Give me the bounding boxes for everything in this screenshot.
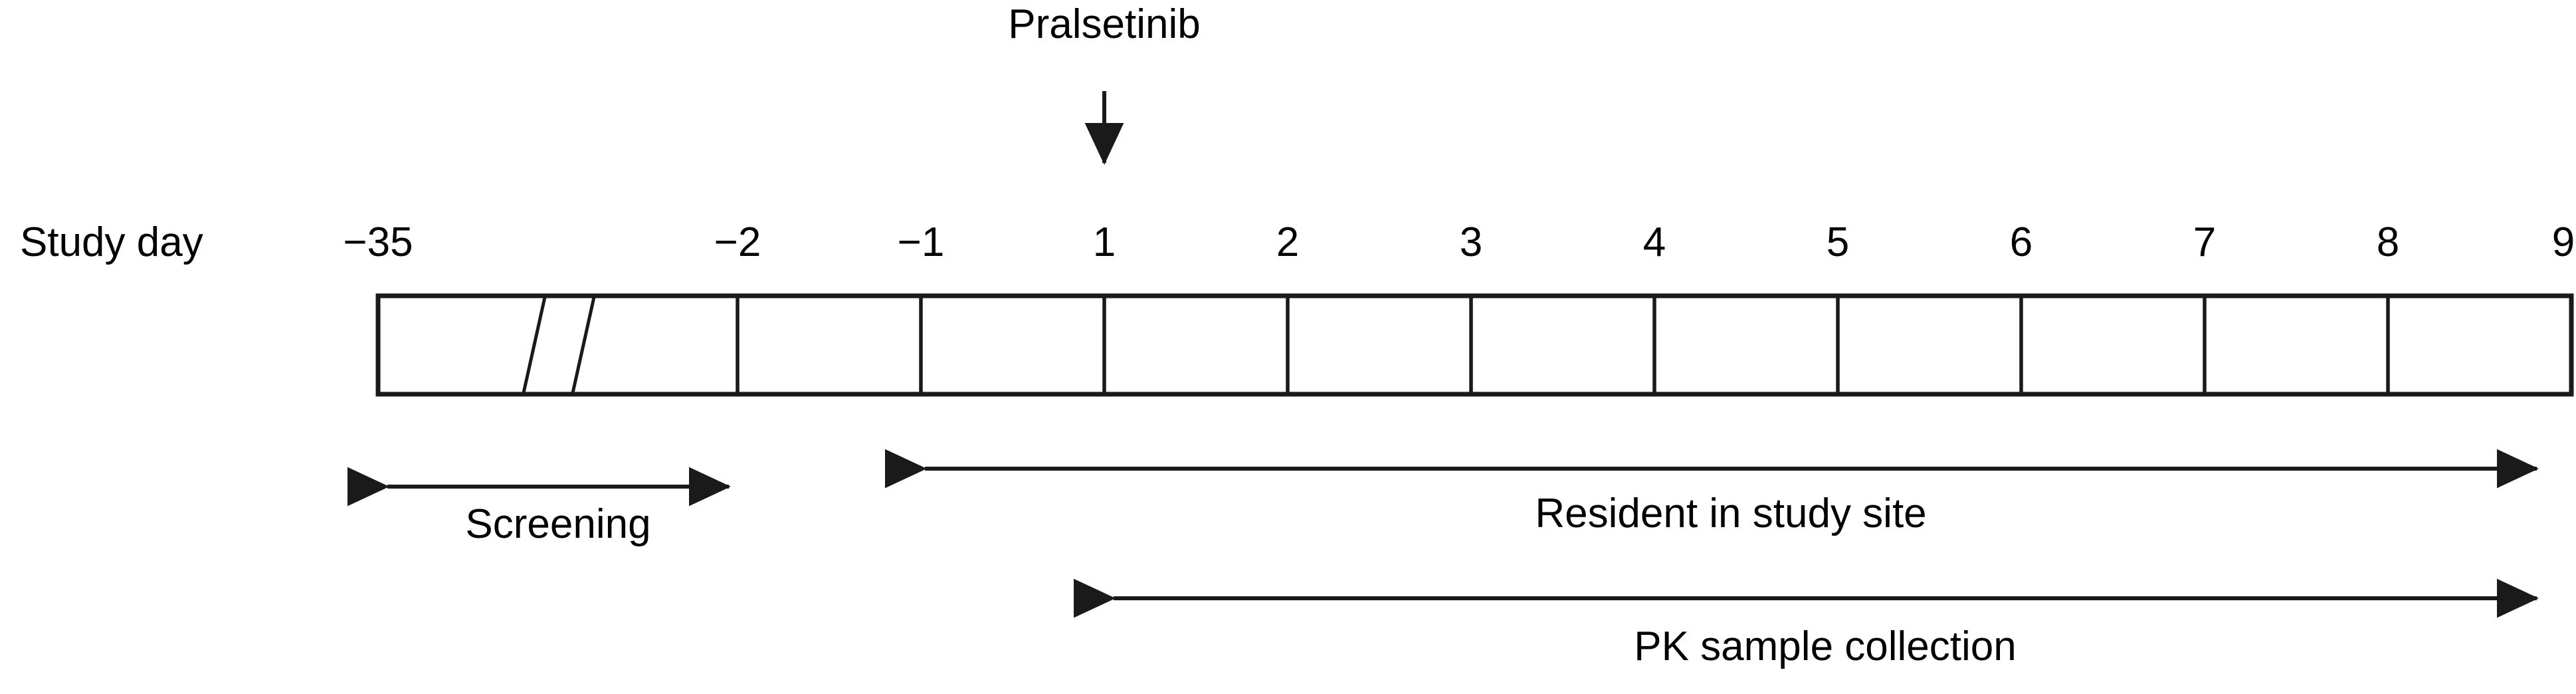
pk-sample-collection-caption: PK sample collection <box>1634 624 2017 669</box>
resident-in-study-site-caption: Resident in study site <box>1535 491 1927 536</box>
day-tick-1: 1 <box>1092 219 1116 265</box>
screening-caption: Screening <box>465 501 651 547</box>
day-tick-5: 5 <box>1826 219 1850 265</box>
day-tick-8: 8 <box>2376 219 2400 265</box>
day-tick-7: 7 <box>2193 219 2217 265</box>
day-tick--35: −35 <box>343 219 413 265</box>
day-tick--2: −2 <box>714 219 761 265</box>
day-grid-lines <box>736 296 2390 394</box>
day-tick--1: −1 <box>897 219 945 265</box>
day-tick-6: 6 <box>2009 219 2033 265</box>
day-tick-9: 9 <box>2551 219 2575 265</box>
axis-break-icon <box>522 296 596 394</box>
day-tick-4: 4 <box>1642 219 1666 265</box>
day-tick-3: 3 <box>1459 219 1483 265</box>
pralsetinib-label: Pralsetinib <box>1008 1 1201 47</box>
study-day-row-label: Study day <box>20 219 203 265</box>
timeline-track-outline <box>375 293 2574 397</box>
day-tick-2: 2 <box>1276 219 1300 265</box>
